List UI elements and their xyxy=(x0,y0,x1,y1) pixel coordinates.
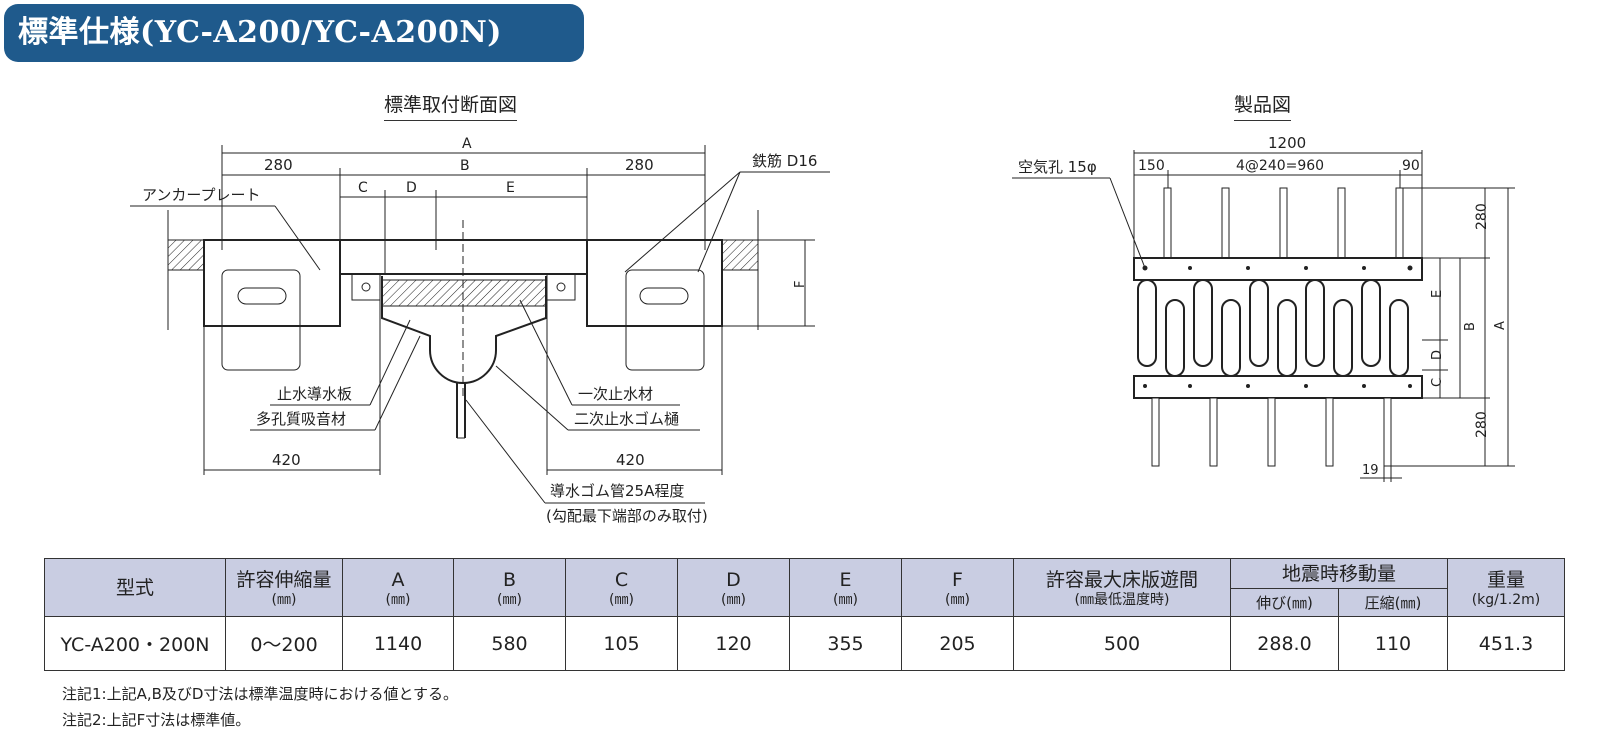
section-dim-c: C xyxy=(358,180,368,196)
label-secondary-trough: 二次止水ゴム樋 xyxy=(574,410,679,428)
product-drawing-caption: 製品図 xyxy=(1234,90,1292,121)
section-dim-b: B xyxy=(460,158,470,174)
product-dim-1200: 1200 xyxy=(1268,134,1306,152)
th-b: B(㎜) xyxy=(453,558,566,617)
th-model: 型式 xyxy=(44,558,226,617)
section-dim-e: E xyxy=(506,180,515,196)
cell-d: 120 xyxy=(677,616,790,671)
finger-joint xyxy=(1137,279,1409,377)
th-seismic: 地震時移動量 xyxy=(1230,558,1448,589)
th-a: A(㎜) xyxy=(342,558,454,617)
cell-allow: 0〜200 xyxy=(225,616,343,671)
th-compress: 圧縮(㎜) xyxy=(1338,588,1448,617)
section-dim-280-left: 280 xyxy=(264,156,293,174)
section-dim-280-right: 280 xyxy=(625,156,654,174)
cell-b: 580 xyxy=(453,616,566,671)
th-weight: 重量(kg/1.2m) xyxy=(1447,558,1565,617)
label-primary-seal: 一次止水材 xyxy=(578,385,653,403)
page-title: 標準仕様(YC-A200/YC-A200N) xyxy=(4,4,584,62)
th-c: C(㎜) xyxy=(565,558,678,617)
product-dim-c: C xyxy=(1430,378,1445,387)
th-gap: 許容最大床版遊間(㎜最低温度時) xyxy=(1013,558,1231,617)
section-dim-420-right: 420 xyxy=(616,451,645,469)
cell-c: 105 xyxy=(565,616,678,671)
cell-weight: 451.3 xyxy=(1447,616,1565,671)
cell-a: 1140 xyxy=(342,616,454,671)
cell-e: 355 xyxy=(789,616,902,671)
cell-f: 205 xyxy=(901,616,1014,671)
section-dim-f: F xyxy=(793,281,808,288)
label-rebar: 鉄筋 D16 xyxy=(752,152,817,170)
th-allow: 許容伸縮量(㎜) xyxy=(225,558,343,617)
bottom-rebars xyxy=(1151,397,1392,467)
label-porous: 多孔質吸音材 xyxy=(256,410,346,428)
top-rebars xyxy=(1163,187,1404,259)
product-dim-pitch: 4@240=960 xyxy=(1236,158,1324,174)
label-guide-plate: 止水導水板 xyxy=(277,385,352,403)
cell-compress: 110 xyxy=(1338,616,1448,671)
th-d: D(㎜) xyxy=(677,558,790,617)
product-dim-150: 150 xyxy=(1138,158,1165,174)
product-dim-280-top: 280 xyxy=(1474,203,1490,230)
cell-stretch: 288.0 xyxy=(1230,616,1339,671)
th-f: F(㎜) xyxy=(901,558,1014,617)
product-dim-90: 90 xyxy=(1402,158,1420,174)
product-dim-280-bottom: 280 xyxy=(1474,411,1490,438)
th-stretch: 伸び(㎜) xyxy=(1230,588,1339,617)
product-dim-19: 19 xyxy=(1362,463,1379,478)
section-drawing-caption: 標準取付断面図 xyxy=(384,90,518,121)
note-1: 注記1:上記A,B及びD寸法は標準温度時における値とする。 xyxy=(62,685,459,703)
label-drain-note: (勾配最下端部のみ取付) xyxy=(546,507,708,525)
section-dim-a: A xyxy=(462,136,472,152)
section-dim-d: D xyxy=(406,180,417,196)
product-dim-a: A xyxy=(1493,321,1508,330)
product-dim-e: E xyxy=(1430,290,1445,298)
note-2: 注記2:上記F寸法は標準値。 xyxy=(62,711,251,729)
label-anchor-plate: アンカープレート xyxy=(142,186,261,204)
product-dim-d: D xyxy=(1430,350,1445,360)
cell-model: YC-A200・200N xyxy=(44,616,226,671)
product-dim-b: B xyxy=(1463,322,1478,331)
label-drain-pipe: 導水ゴム管25A程度 xyxy=(550,482,684,500)
section-dim-420-left: 420 xyxy=(272,451,301,469)
label-air-hole: 空気孔 15φ xyxy=(1018,158,1097,176)
cell-gap: 500 xyxy=(1013,616,1231,671)
th-e: E(㎜) xyxy=(789,558,902,617)
spec-table: 型式 許容伸縮量(㎜) A(㎜) B(㎜) C(㎜) D(㎜) E(㎜) F(㎜… xyxy=(44,558,1565,671)
table-row: YC-A200・200N 0〜200 1140 580 105 120 355 … xyxy=(44,616,1565,671)
